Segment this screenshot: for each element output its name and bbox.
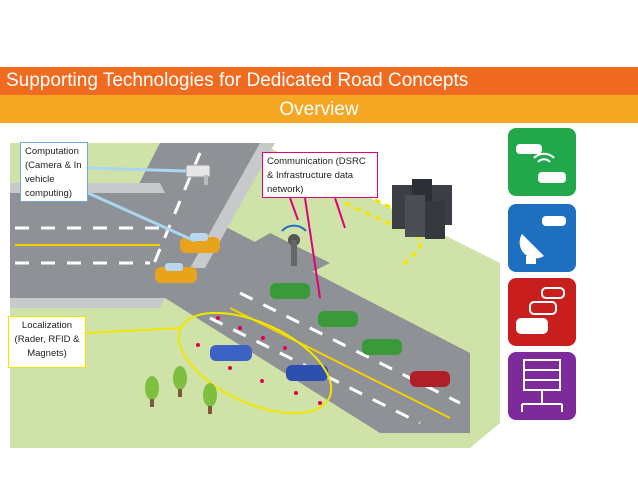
vehicle-car — [410, 371, 450, 387]
title-bar: Supporting Technologies for Dedicated Ro… — [0, 67, 638, 95]
server-network-icon — [508, 352, 576, 420]
satellite-dish-icon — [508, 204, 576, 272]
vehicle-car — [286, 365, 328, 381]
slide-title: Supporting Technologies for Dedicated Ro… — [6, 70, 468, 92]
connected-cars-icon — [508, 128, 576, 196]
subtitle-bar: Overview — [0, 95, 638, 123]
localization-callout: Localization (Rader, RFID & Magnets) — [8, 316, 86, 368]
sidewalk — [10, 298, 165, 308]
computation-callout: Computation (Camera & In vehicle computi… — [20, 142, 88, 202]
communication-callout: Communication (DSRC & Infrastructure dat… — [262, 152, 378, 198]
vehicle-car — [210, 345, 252, 361]
slide-subtitle: Overview — [0, 99, 638, 121]
traffic-cars-icon — [508, 278, 576, 346]
